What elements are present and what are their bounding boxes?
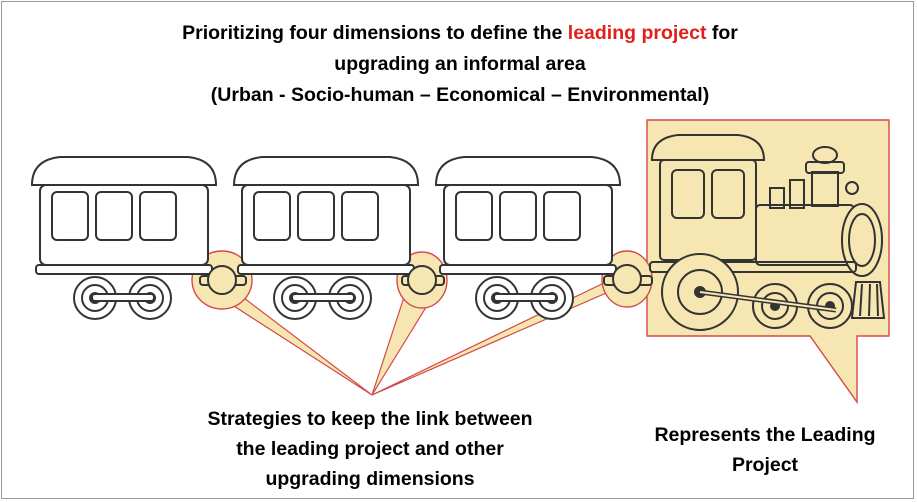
- title-text-end: for: [706, 22, 738, 44]
- strategies-label-line-3: upgrading dimensions: [265, 468, 475, 490]
- coupling-1: [199, 265, 247, 295]
- coupling-icons: [199, 264, 653, 295]
- strategies-label: Strategies to keep the link between the …: [140, 404, 600, 494]
- title-text-start: Prioritizing four dimensions to define t…: [182, 22, 568, 44]
- title-highlight-leading-project: leading project: [567, 22, 707, 44]
- coupling-2: [401, 265, 445, 295]
- represents-label-line-2: Project: [731, 454, 799, 476]
- passenger-car-2: [232, 156, 420, 320]
- title-line-2: upgrading an informal area: [334, 53, 586, 75]
- strategies-label-line-1: Strategies to keep the link between: [207, 408, 533, 430]
- locomotive: [649, 134, 886, 331]
- represents-leading-project-label: Represents the Leading Project: [620, 420, 910, 480]
- title-line-3: (Urban - Socio-human – Economical – Envi…: [210, 84, 710, 106]
- title-line-1: Prioritizing four dimensions to define t…: [120, 18, 800, 49]
- diagram-title: Prioritizing four dimensions to define t…: [120, 18, 800, 111]
- represents-label-line-1: Represents the Leading: [654, 424, 876, 446]
- passenger-car-1: [30, 156, 218, 320]
- passenger-car-3: [434, 156, 622, 320]
- coupling-3: [603, 264, 653, 294]
- strategies-label-line-2: the leading project and other: [236, 438, 504, 460]
